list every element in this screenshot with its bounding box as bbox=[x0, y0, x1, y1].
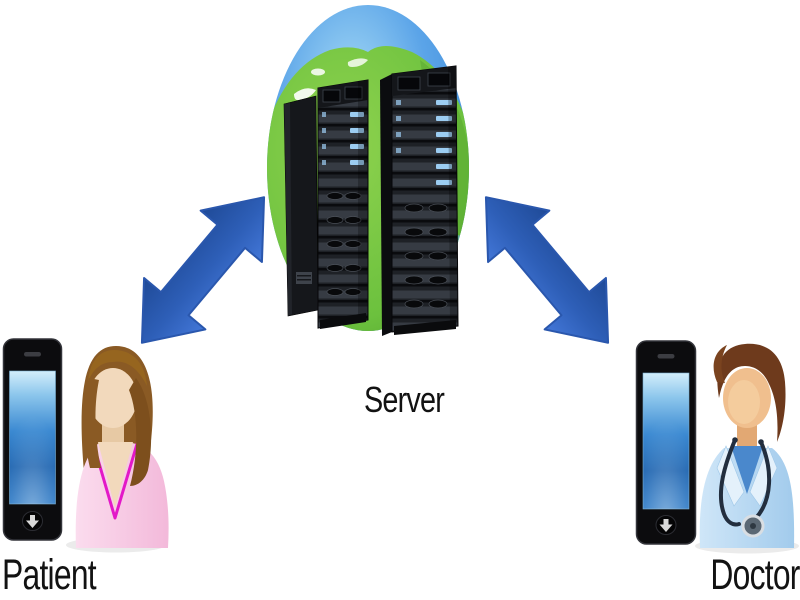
patient-node bbox=[2, 338, 169, 553]
doctor-label: Doctor bbox=[710, 551, 800, 599]
rack-leds bbox=[396, 100, 452, 185]
doctor-node bbox=[635, 340, 799, 554]
rack-tower-left bbox=[283, 95, 319, 317]
server-label: Server bbox=[363, 379, 445, 420]
home-button bbox=[655, 515, 677, 535]
smartphone-icon bbox=[2, 338, 63, 541]
rack-handles bbox=[326, 192, 362, 296]
patient-label: Patient bbox=[2, 551, 97, 599]
smartphone-icon bbox=[635, 340, 697, 545]
patient-person-icon bbox=[66, 346, 169, 553]
rack-tower-right bbox=[380, 65, 459, 336]
rack-tower-middle bbox=[317, 79, 369, 329]
patient-server-arrow bbox=[140, 196, 266, 344]
rack-handles bbox=[404, 203, 448, 309]
rack-leds bbox=[322, 112, 364, 165]
home-button bbox=[22, 511, 43, 531]
server-node bbox=[267, 5, 469, 336]
stethoscope-icon bbox=[719, 437, 772, 538]
server-racks-icon bbox=[283, 65, 459, 336]
server-doctor-arrow bbox=[484, 196, 610, 344]
doctor-person-icon bbox=[695, 343, 799, 554]
